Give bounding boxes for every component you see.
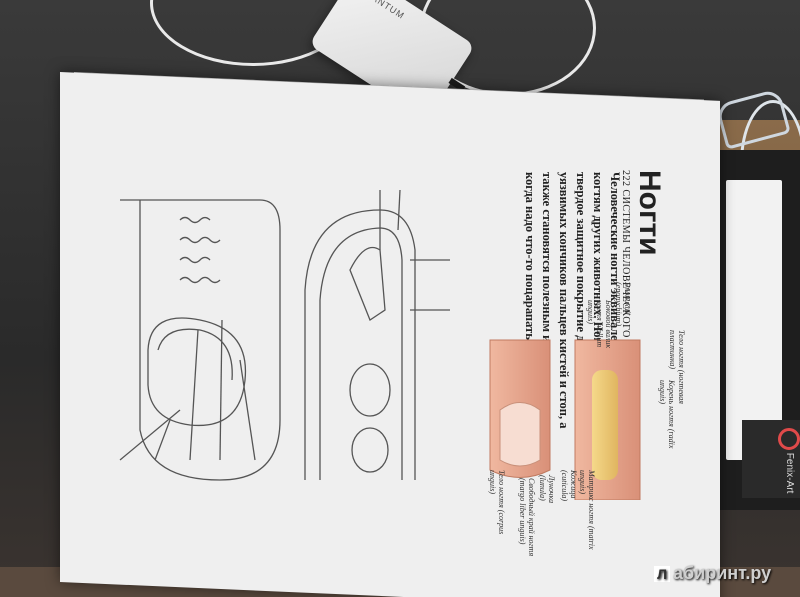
nail-plate-illustration <box>499 402 541 467</box>
publisher-name: Fenix-Art <box>784 453 795 494</box>
publisher-logo-mark <box>778 428 800 451</box>
page-title: Ногти <box>633 170 666 256</box>
watermark-text: абиринт.ру <box>673 563 772 583</box>
bone-illustration <box>592 370 618 480</box>
label-lateral-fold: Боковой валик ногтя (vallum unguis) <box>586 300 613 349</box>
nail-color-illustration <box>489 339 641 500</box>
nail-line-diagrams <box>119 189 450 481</box>
labirint-logo-icon: Л <box>654 566 670 582</box>
side-book-cover-strip <box>726 180 782 460</box>
label-lunula: Луночка (lunula) <box>538 475 556 504</box>
label-free-edge: Свободный край ногтя (margo liber unguis… <box>518 478 536 557</box>
running-header: 222 СИСТЕМЫ ЧЕЛОВЕЧЕСКОГО ОРГАНИЗМА <box>620 170 631 406</box>
nail-cross-section-drawing <box>304 189 450 480</box>
label-nail-plate: Тело ногтя (ногтевая пластинка) <box>668 330 686 404</box>
charger-brand-label: QUANTUM <box>356 0 407 22</box>
finger-outline-drawing <box>119 199 281 481</box>
label-nail-body: Тело ногтя (corpus unguis) <box>488 470 506 535</box>
label-cuticle: Кожица (cuticula) <box>560 470 578 502</box>
label-matrix: Матрикс ногтя (matrix unguis) <box>578 470 596 550</box>
label-nail-root: Корень ногтя (radix unguis) <box>658 380 676 449</box>
label-eponychium: Эпонихий (eponychium) <box>614 282 632 326</box>
publisher-logo: Fenix-Art <box>742 420 800 498</box>
